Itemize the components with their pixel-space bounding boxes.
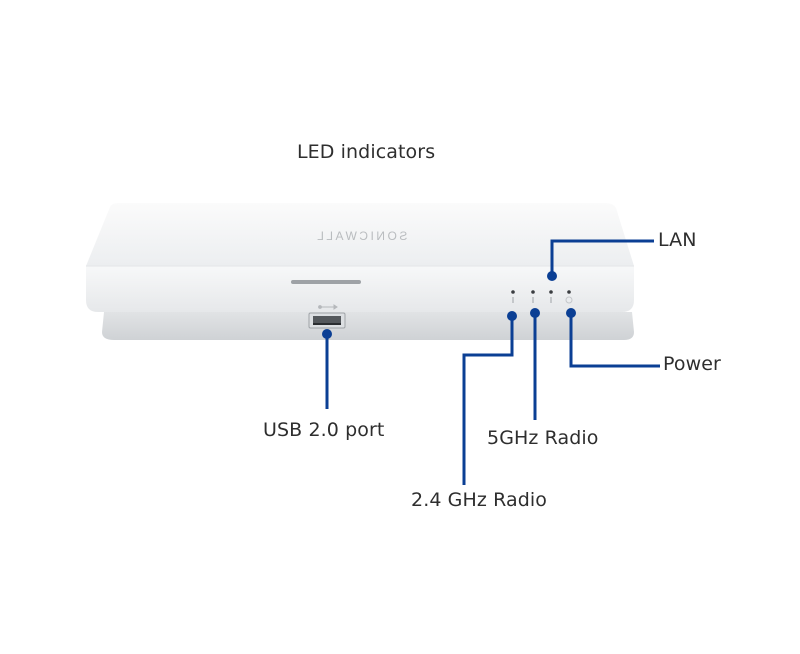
radio-24ghz-label: 2.4 GHz Radio <box>411 489 547 511</box>
led-cluster <box>511 290 573 304</box>
callout-line-lan <box>550 239 654 276</box>
usb-port-label: USB 2.0 port <box>263 419 385 441</box>
marker-power <box>566 308 576 318</box>
brand-logo: SONICWALL <box>315 229 408 243</box>
led-power <box>567 290 571 294</box>
led-lan <box>549 290 553 294</box>
marker-usb <box>322 329 332 339</box>
access-point-device: SONICWALL <box>86 203 634 340</box>
lan-label: LAN <box>658 229 697 251</box>
led-5ghz <box>531 290 535 294</box>
marker-5ghz <box>530 308 540 318</box>
power-symbol-icon <box>565 296 573 304</box>
callout-line-24ghz <box>462 316 514 485</box>
device-front <box>86 266 634 312</box>
card-slot <box>291 280 361 284</box>
device-top <box>86 203 634 266</box>
power-label: Power <box>663 353 721 375</box>
marker-24ghz <box>507 311 517 321</box>
usb-port <box>308 312 346 329</box>
callout-markers <box>322 271 576 339</box>
callout-line-power <box>569 313 660 368</box>
radio-5ghz-label: 5GHz Radio <box>487 427 599 449</box>
marker-lan <box>547 271 557 281</box>
callout-lines <box>325 239 660 485</box>
led-indicators-title: LED indicators <box>297 141 436 163</box>
usb-symbol-icon <box>318 304 338 310</box>
led-24ghz <box>511 290 515 294</box>
device-base <box>102 312 634 340</box>
